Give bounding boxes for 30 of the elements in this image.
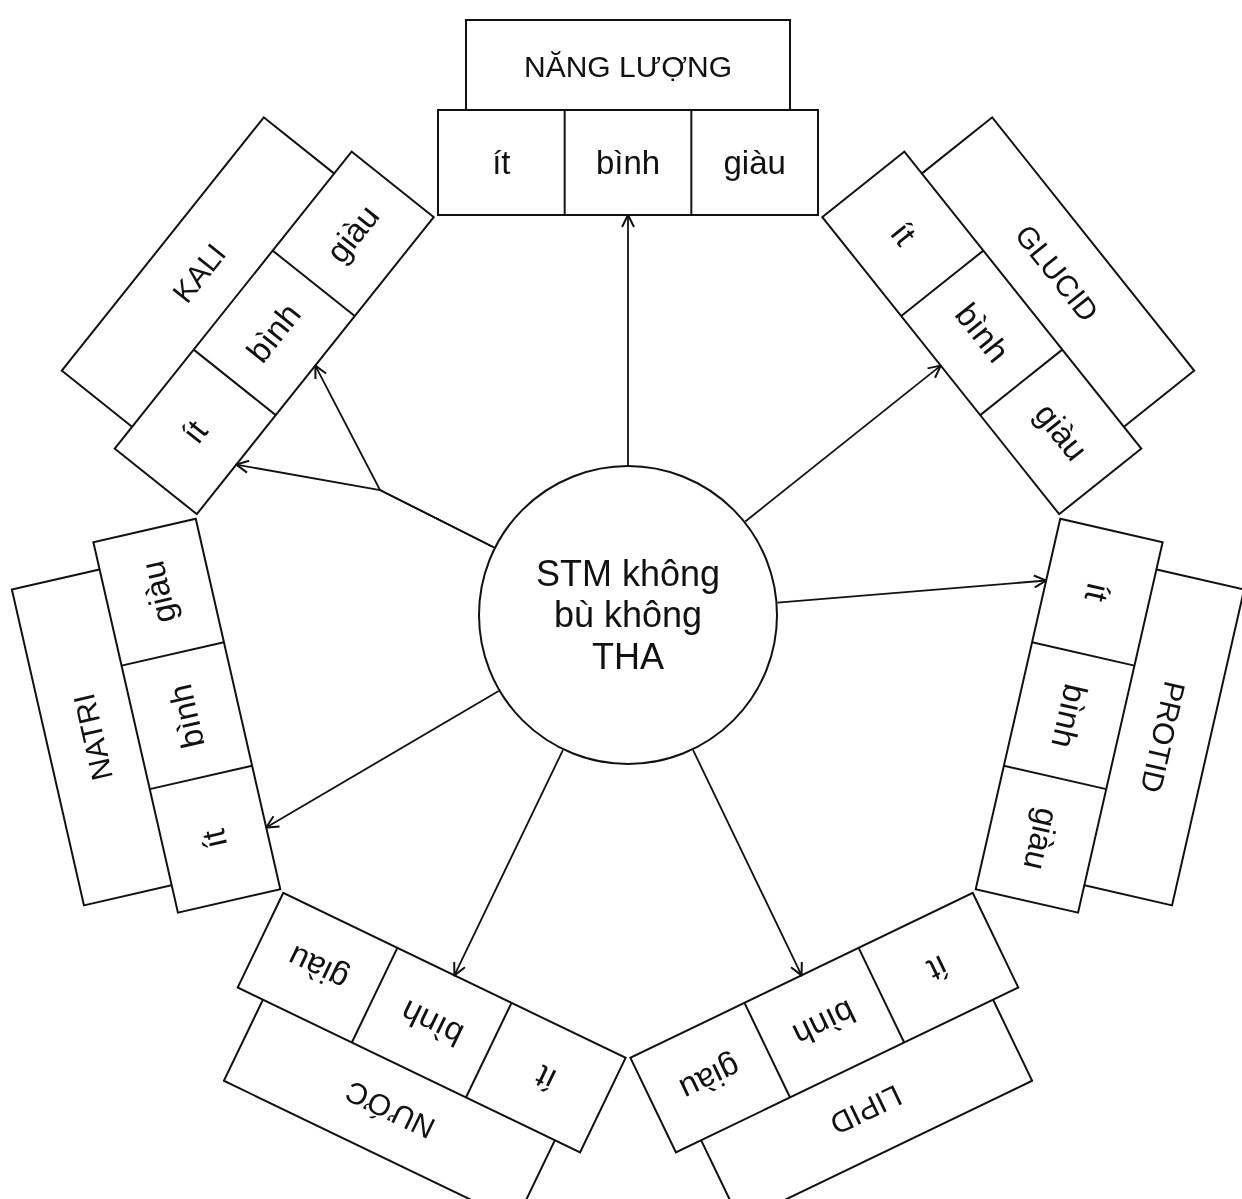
level-label: ít xyxy=(920,946,957,989)
level-label: giàu xyxy=(721,144,788,181)
level-label: bình xyxy=(393,991,471,1054)
arrow xyxy=(744,364,942,523)
level-label: giàu xyxy=(1025,394,1096,470)
level-label: bình xyxy=(238,294,310,371)
level-label: ít xyxy=(174,411,217,452)
arrow xyxy=(692,749,803,977)
level-label: bình xyxy=(785,991,863,1054)
category-label: LIPID xyxy=(823,1077,909,1142)
level-label: ít xyxy=(490,144,513,181)
level-label: bình xyxy=(593,144,663,181)
arrow xyxy=(621,214,635,466)
level-label: ít xyxy=(1077,577,1118,608)
level-label: ít xyxy=(527,1056,564,1099)
level-label: giàu xyxy=(1015,802,1067,876)
category-label: PROTID xyxy=(1134,676,1193,799)
level-label: ít xyxy=(881,213,924,254)
category-label: NATRI xyxy=(66,688,120,786)
arrow xyxy=(265,690,500,829)
level-label: giàu xyxy=(672,1046,748,1109)
arrow xyxy=(776,574,1048,604)
center-circle: STM không bù không THA xyxy=(478,465,778,765)
level-label: bình xyxy=(1043,678,1095,753)
arrow xyxy=(453,749,564,977)
level-label: bình xyxy=(161,678,213,753)
level-label: giàu xyxy=(133,555,184,629)
arrow xyxy=(314,364,495,549)
level-label: ít xyxy=(194,824,236,855)
level-label: giàu xyxy=(279,936,356,999)
